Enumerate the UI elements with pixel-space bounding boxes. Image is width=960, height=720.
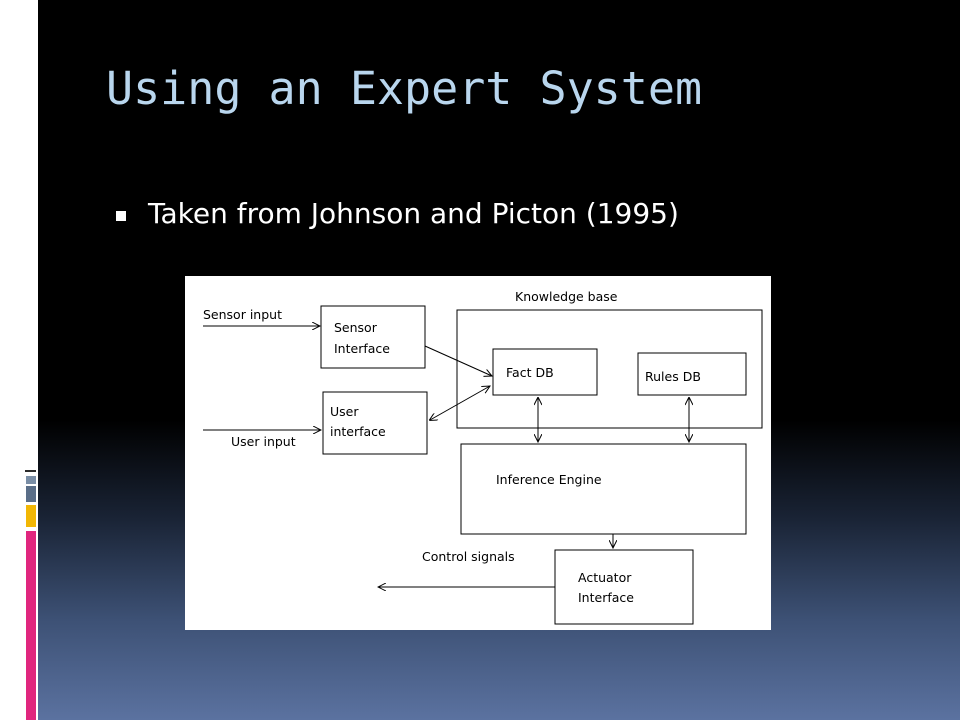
user-interface-box [322,391,428,455]
inference-engine-box [460,443,747,535]
deco-thin-line [22,0,25,720]
rules-db-box [637,352,747,396]
left-white-strip [0,0,38,720]
deco-dark-tick [24,470,36,472]
square-bullet-icon [116,211,126,221]
deco-bar-1 [0,0,22,720]
bullet-text: Taken from Johnson and Picton (1995) [148,197,679,230]
rules-db-label: Rules DB [645,369,701,384]
deco-yellow-block [26,505,36,527]
actuator-interface-label-1: Actuator [578,570,632,585]
fact-db-label: Fact DB [506,365,554,380]
user-interface-label-2: interface [330,424,386,439]
actuator-interface-box [554,549,694,625]
sensor-interface-box [320,305,426,369]
fact-db-box [492,348,598,396]
user-interface-label-1: User [330,404,359,419]
expert-system-diagram: Knowledge base Fact DB Rules DB Sensor i… [185,276,771,630]
sensor-input-label: Sensor input [203,307,282,322]
deco-bar-2 [25,0,35,12]
slide-title: Using an Expert System [106,62,703,115]
inference-engine-label: Inference Engine [496,472,602,487]
sensor-interface-label-2: Interface [334,341,390,356]
deco-blue-block [26,486,36,502]
sensor-interface-label-1: Sensor [334,320,378,335]
user-input-label: User input [231,434,296,449]
control-signals-label: Control signals [422,549,515,564]
user-interface-fact-arrow [430,386,490,420]
deco-pink-bar [26,531,36,720]
knowledge-base-label: Knowledge base [515,289,618,304]
sensor-to-fact-arrow [424,345,492,376]
actuator-interface-label-2: Interface [578,590,634,605]
deco-gray-block [26,476,36,484]
